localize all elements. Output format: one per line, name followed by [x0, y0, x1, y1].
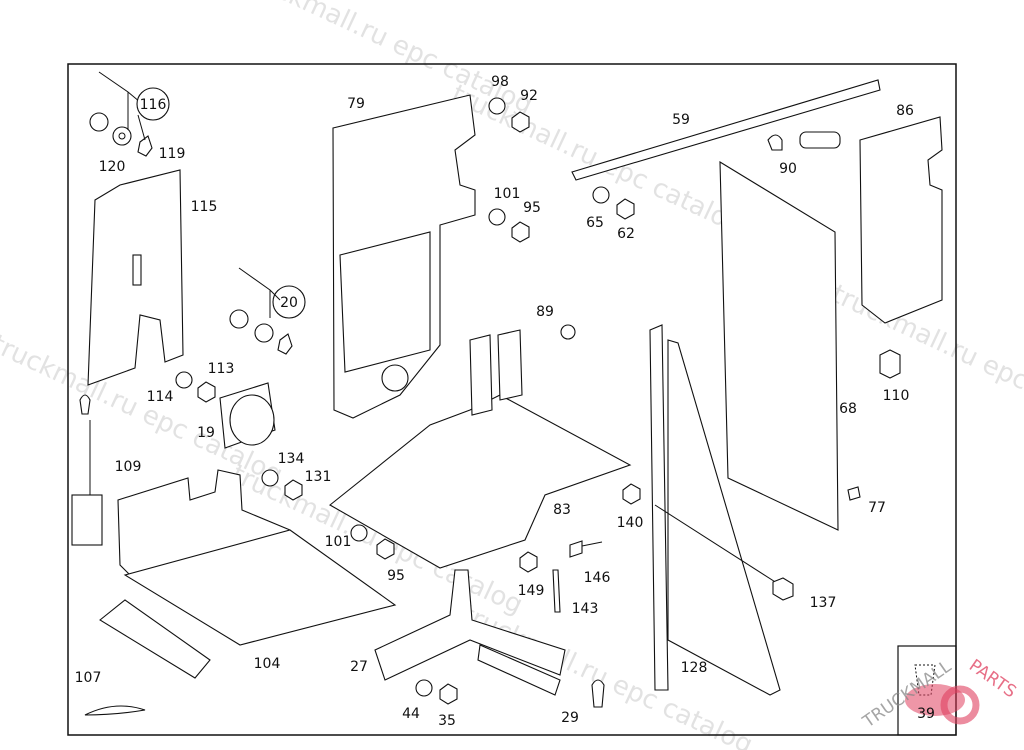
- part-label-107[interactable]: 107: [75, 670, 102, 686]
- part-label-119[interactable]: 119: [159, 146, 186, 162]
- part-label-89[interactable]: 89: [536, 304, 554, 320]
- part-label-44[interactable]: 44: [402, 706, 420, 722]
- part-label-68[interactable]: 68: [839, 401, 857, 417]
- part-label-140[interactable]: 140: [617, 515, 644, 531]
- part-label-137[interactable]: 137: [810, 595, 837, 611]
- part-label-65[interactable]: 65: [586, 215, 604, 231]
- part-label-109[interactable]: 109: [115, 459, 142, 475]
- part-label-62[interactable]: 62: [617, 226, 635, 242]
- part-shapes: [71, 71, 943, 716]
- part-labels: 116 120 119 115 79 98 92 101 95 59 86 90…: [75, 74, 935, 729]
- part-label-149[interactable]: 149: [518, 583, 545, 599]
- part-label-83[interactable]: 83: [553, 502, 571, 518]
- part-label-95[interactable]: 95: [387, 568, 405, 584]
- part-label-134[interactable]: 134: [278, 451, 305, 467]
- part-label-113[interactable]: 113: [208, 361, 235, 377]
- part-label-29[interactable]: 29: [561, 710, 579, 726]
- part-label-101[interactable]: 101: [494, 186, 521, 202]
- part-label-116[interactable]: 116: [140, 97, 167, 113]
- part-label-146[interactable]: 146: [584, 570, 611, 586]
- part-label-19[interactable]: 19: [197, 425, 215, 441]
- part-label-92[interactable]: 92: [520, 88, 538, 104]
- part-label-20[interactable]: 20: [280, 295, 298, 311]
- part-label-120[interactable]: 120: [99, 159, 126, 175]
- part-label-95[interactable]: 95: [523, 200, 541, 216]
- part-label-39[interactable]: 39: [917, 706, 935, 722]
- part-label-104[interactable]: 104: [254, 656, 281, 672]
- part-label-90[interactable]: 90: [779, 161, 797, 177]
- part-label-131[interactable]: 131: [305, 469, 332, 485]
- part-label-27[interactable]: 27: [350, 659, 368, 675]
- diagram-frame: [67, 63, 957, 736]
- part-label-143[interactable]: 143: [572, 601, 599, 617]
- part-label-59[interactable]: 59: [672, 112, 690, 128]
- part-label-101[interactable]: 101: [325, 534, 352, 550]
- part-label-114[interactable]: 114: [147, 389, 174, 405]
- truckmallparts-logo: TRUCKMALL PARTS: [859, 656, 1020, 733]
- part-label-79[interactable]: 79: [347, 96, 365, 112]
- part-label-115[interactable]: 115: [191, 199, 218, 215]
- part-label-77[interactable]: 77: [868, 500, 886, 516]
- part-label-98[interactable]: 98: [491, 74, 509, 90]
- part-label-86[interactable]: 86: [896, 103, 914, 119]
- part-label-35[interactable]: 35: [438, 713, 456, 729]
- part-label-110[interactable]: 110: [883, 388, 910, 404]
- part-label-128[interactable]: 128: [681, 660, 708, 676]
